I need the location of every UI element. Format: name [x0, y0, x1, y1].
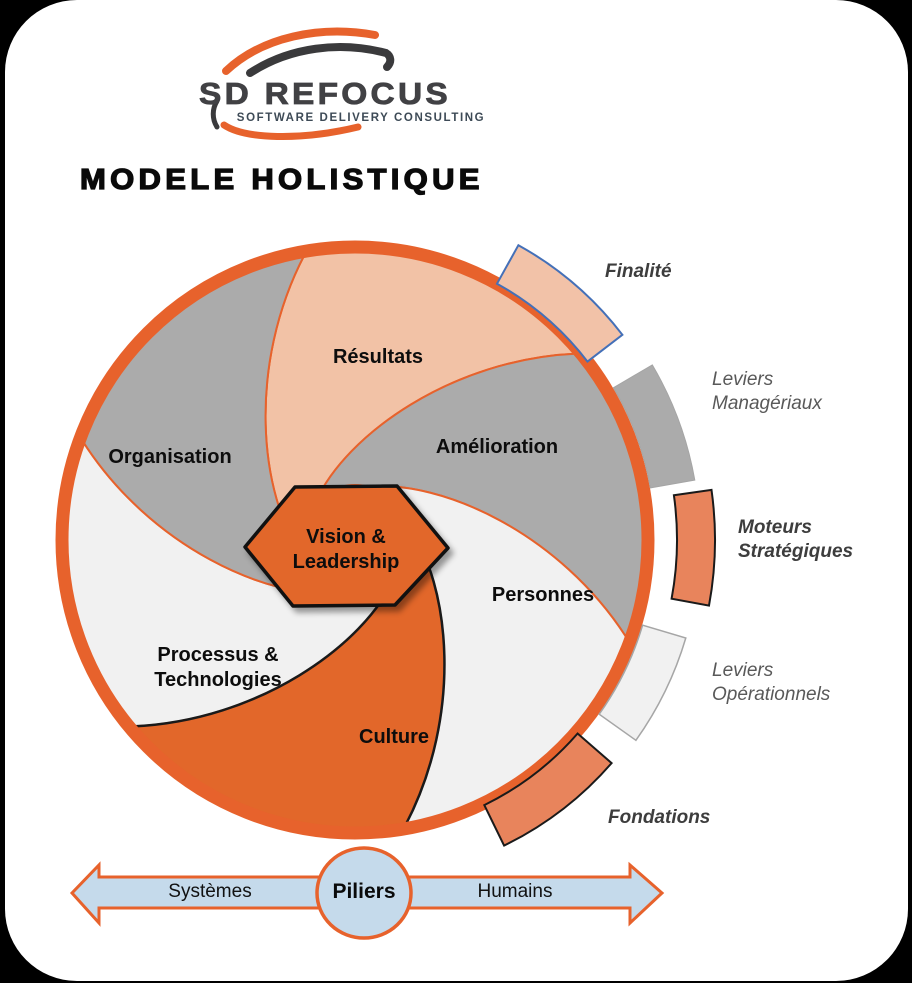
legend-arc-fondations: [482, 732, 614, 847]
label-processus-line2: Technologies: [154, 669, 282, 691]
legend-arc-leviers-manageriaux: [612, 364, 696, 489]
content-card: SD REFOCUS SOFTWARE DELIVERY CONSULTING …: [5, 0, 908, 981]
label-processus-line1: Processus &: [157, 644, 279, 666]
logo-swoosh-top-orange-arc: [222, 27, 379, 75]
logo-swoosh-left-dark-tick: [210, 98, 220, 130]
label-vision-line2: Leadership: [292, 551, 400, 573]
legend-arcs: [482, 243, 716, 847]
logo-swoosh-top-dark-arc: [246, 43, 395, 77]
label-culture: Culture: [359, 726, 429, 748]
axis-label-humains: Humains: [477, 881, 553, 902]
label-vision-line1: Vision &: [306, 526, 386, 548]
label-processus-technologies: Processus & Technologies: [118, 643, 318, 693]
legend-label-finalite: Finalité: [605, 261, 672, 282]
legend-arc-leviers-operationnels: [598, 624, 687, 742]
legend-leviers-man-line2: Managériaux: [712, 393, 822, 414]
label-personnes: Personnes: [491, 584, 595, 606]
label-organisation: Organisation: [108, 446, 232, 468]
legend-label-moteurs-strategiques: Moteurs Stratégiques: [738, 516, 853, 564]
legend-leviers-man-line1: Leviers: [712, 369, 774, 390]
legend-label-leviers-manageriaux: Leviers Managériaux: [712, 368, 822, 416]
legend-label-fondations: Fondations: [608, 807, 711, 828]
pillars-circle: [315, 846, 413, 940]
logo-swoosh-bottom-orange-arc: [220, 121, 362, 140]
logo-tagline: SOFTWARE DELIVERY CONSULTING: [236, 112, 486, 124]
legend-leviers-op-line2: Opérationnels: [712, 684, 831, 705]
pillars-axis-graphic: [69, 846, 665, 940]
legend-arc-finalite: [495, 243, 624, 364]
legend-moteurs-line2: Stratégiques: [738, 541, 854, 562]
page-title: MODELE HOLISTIQUE: [79, 163, 484, 196]
center-hexagon: [243, 484, 450, 608]
axis-label-systemes: Systèmes: [168, 881, 252, 902]
label-vision-leadership: Vision & Leadership: [251, 525, 441, 575]
label-amelioration: Amélioration: [435, 436, 559, 458]
wheel-outer-ring: [55, 240, 655, 840]
legend-moteurs-line1: Moteurs: [738, 517, 812, 538]
label-resultats: Résultats: [332, 346, 424, 368]
holistic-wheel-diagram: [55, 240, 716, 847]
axis-label-piliers: Piliers: [332, 880, 396, 903]
logo-swoosh-graphic: [210, 27, 395, 140]
logo-wordmark: SD REFOCUS: [199, 76, 451, 112]
legend-arc-moteurs-strategiques: [670, 488, 716, 607]
legend-label-leviers-operationnels: Leviers Opérationnels: [712, 659, 830, 707]
legend-leviers-op-line1: Leviers: [712, 660, 774, 681]
